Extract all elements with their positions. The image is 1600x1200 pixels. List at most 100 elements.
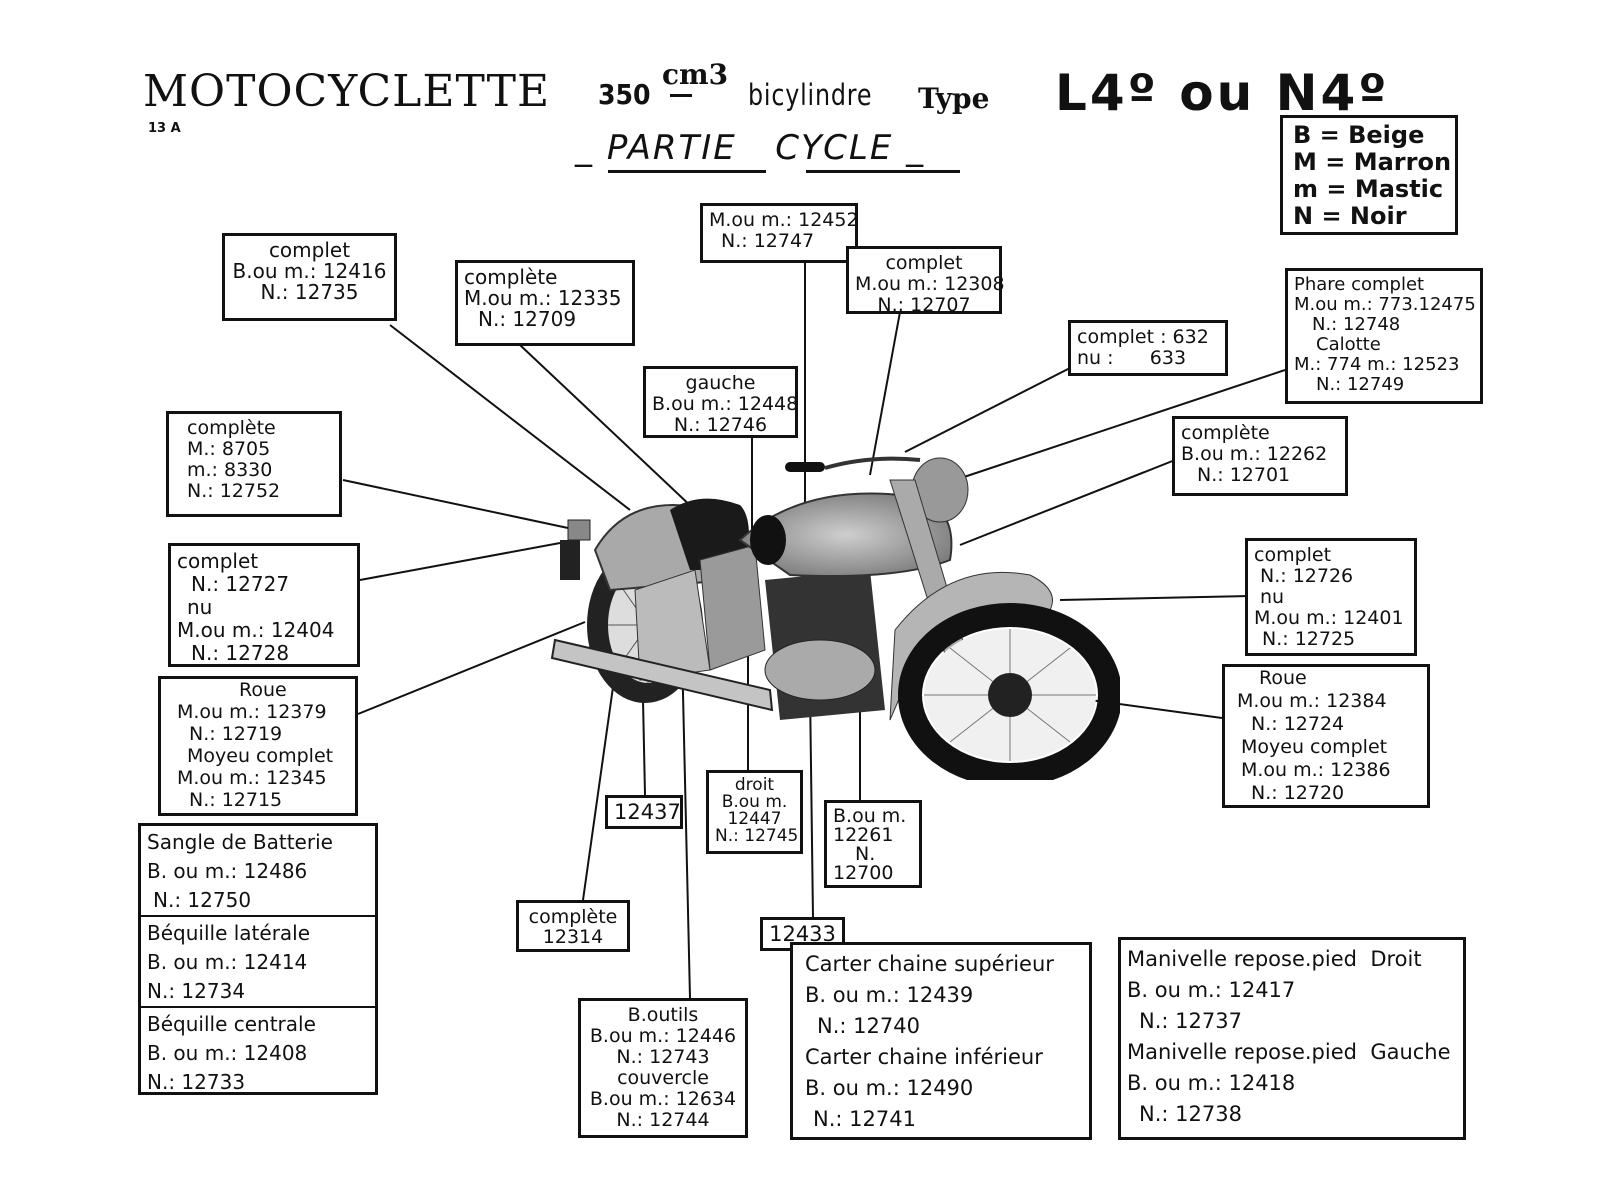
callout-line: nu <box>1260 586 1285 608</box>
underline <box>806 170 960 173</box>
callout-line: N.: 12720 <box>1251 782 1345 804</box>
callout-line: m.: 8330 <box>187 459 273 481</box>
callout-line: N.: 12735 <box>260 280 359 304</box>
handlebar-grip <box>785 462 825 472</box>
dash: _ <box>575 128 594 168</box>
callout-line: B.outils <box>627 1004 699 1026</box>
callout-fork: complète B.ou m.: 12262 N.: 12701 <box>1172 416 1348 496</box>
callout-line: B. ou m.: 12414 <box>147 950 308 974</box>
callout-line: B. ou m.: 12418 <box>1127 1071 1296 1095</box>
callout-line: nu <box>187 595 213 619</box>
model-designation: L4º ou N4º <box>1055 64 1390 122</box>
callout-knee-pad-right: droit B.ou m. 12447 N.: 12745 <box>706 770 803 854</box>
callout-line: N.: 12707 <box>877 294 971 316</box>
callout-chain-guard: Carter chaine supérieur B. ou m.: 12439 … <box>790 942 1092 1140</box>
section-title-right: CYCLE <box>775 128 894 168</box>
callout-line: M.: 774 m.: 12523 <box>1294 354 1460 375</box>
callout-line: N.: 12746 <box>673 414 768 436</box>
motorcycle-illustration <box>550 456 1120 780</box>
callout-line: M.ou m.: 12335 <box>464 286 622 310</box>
leader-line <box>389 324 631 511</box>
callout-line: complète <box>1181 422 1270 444</box>
callout-12314: complète 12314 <box>516 900 630 952</box>
callout-line: Calotte <box>1316 334 1381 355</box>
callout-line: N.: 12738 <box>1139 1102 1242 1126</box>
leader-line <box>904 367 1071 453</box>
callout-line: complète <box>464 265 558 289</box>
callout-line: 12447 <box>727 809 782 829</box>
callout-line: B. ou m.: 12408 <box>147 1041 308 1065</box>
callout-line: couvercle <box>617 1067 709 1089</box>
callout-line: M.ou m.: 12386 <box>1241 759 1391 781</box>
callout-line: N.: 12715 <box>189 789 283 811</box>
callout-line: complète <box>187 417 276 439</box>
callout-line: 12314 <box>542 926 604 948</box>
legend-item: B = Beige <box>1293 121 1425 149</box>
knee-pad <box>750 515 786 565</box>
callout-line: Moyeu complet <box>187 745 334 767</box>
callout-line: Béquille latérale <box>147 921 311 945</box>
callout-line: B. ou m.: 12490 <box>805 1076 974 1100</box>
callout-line: 12700 <box>833 862 894 884</box>
callout-rear-fender: complet N.: 12727 nu M.ou m.: 12404 N.: … <box>168 543 360 667</box>
leader-line <box>359 542 561 581</box>
callout-line: N.: 12745 <box>715 826 799 846</box>
callout-line: M.ou m.: 12384 <box>1237 690 1387 712</box>
legend-item: m = Mastic <box>1293 175 1444 203</box>
exhaust <box>550 638 774 712</box>
legend-item: M = Marron <box>1293 148 1452 176</box>
section-title: _ PARTIE CYCLE _ <box>575 128 925 168</box>
front-wheel <box>898 603 1120 780</box>
leader-line <box>959 459 1176 546</box>
callout-line: 12261 <box>833 824 894 846</box>
leader-line <box>357 621 586 715</box>
callout-line: N.: 12727 <box>191 572 290 596</box>
leader-line <box>809 689 814 919</box>
callout-lever: complet : 632 nu : 633 <box>1068 320 1228 376</box>
callout-line: N.: 12750 <box>153 888 252 912</box>
leader-line <box>954 369 1286 481</box>
callout-line: B.ou m. <box>721 792 788 812</box>
callout-12437: 12437 <box>605 795 683 829</box>
callout-line: B.ou m.: 12634 <box>589 1088 737 1110</box>
callout-line: N.: 12728 <box>191 641 290 665</box>
callout-line: complet <box>1254 544 1332 566</box>
callout-line: N.: 12747 <box>721 230 815 252</box>
dash: _ <box>906 128 926 168</box>
callout-headlamp: Phare complet M.ou m.: 773.12475 N.: 127… <box>1285 268 1483 404</box>
callout-line: N.: 12749 <box>1316 374 1405 395</box>
tool-box <box>699 544 766 671</box>
callout-line: B. ou m.: 12439 <box>805 983 974 1007</box>
callout-line: 12433 <box>769 922 836 946</box>
callout-section-battery-strap: Sangle de Batterie B. ou m.: 12486 N.: 1… <box>141 826 375 915</box>
callout-line: Béquille centrale <box>147 1012 316 1036</box>
callout-line: nu : 633 <box>1077 347 1187 369</box>
callout-line: N.: 12741 <box>813 1107 916 1131</box>
displacement: 350 <box>598 78 651 111</box>
number-plate <box>560 540 580 580</box>
callout-rear-carrier: complet B.ou m.: 12416 N.: 12735 <box>222 233 397 321</box>
sheet-reference: 13 A <box>148 121 181 136</box>
callout-stands-battery: Sangle de Batterie B. ou m.: 12486 N.: 1… <box>138 823 378 1095</box>
callout-section-side-stand: Béquille latérale B. ou m.: 12414 N.: 12… <box>141 915 375 1006</box>
callout-line: N.: 12701 <box>1197 464 1291 486</box>
callout-line: M.ou m.: 12379 <box>177 701 327 723</box>
leader-line <box>869 311 901 476</box>
callout-line: 12437 <box>614 800 681 824</box>
callout-knee-pad-left: gauche B.ou m.: 12448 N.: 12746 <box>643 366 798 438</box>
callout-line: gauche <box>685 372 756 394</box>
callout-front-fender: complet N.: 12726 nu M.ou m.: 12401 N.: … <box>1245 538 1417 656</box>
callout-tail-light: complète M.: 8705 m.: 8330 N.: 12752 <box>166 411 342 517</box>
callout-line: B. ou m.: 12486 <box>147 859 308 883</box>
callout-line: Manivelle repose.pied Droit <box>1127 947 1422 971</box>
callout-line: N.: 12726 <box>1260 565 1354 587</box>
callout-line: Roue <box>239 679 287 701</box>
callout-line: N.: 12744 <box>616 1109 710 1131</box>
leader-line <box>582 679 615 901</box>
section-title-left: PARTIE <box>606 128 737 168</box>
unit-underline <box>670 94 692 97</box>
callout-tool-box: B.outils B.ou m.: 12446 N.: 12743 couver… <box>578 998 748 1138</box>
callout-line: B.ou m.: 12448 <box>652 393 799 415</box>
callout-line: complet <box>268 238 351 262</box>
callout-line: Roue <box>1259 667 1307 689</box>
